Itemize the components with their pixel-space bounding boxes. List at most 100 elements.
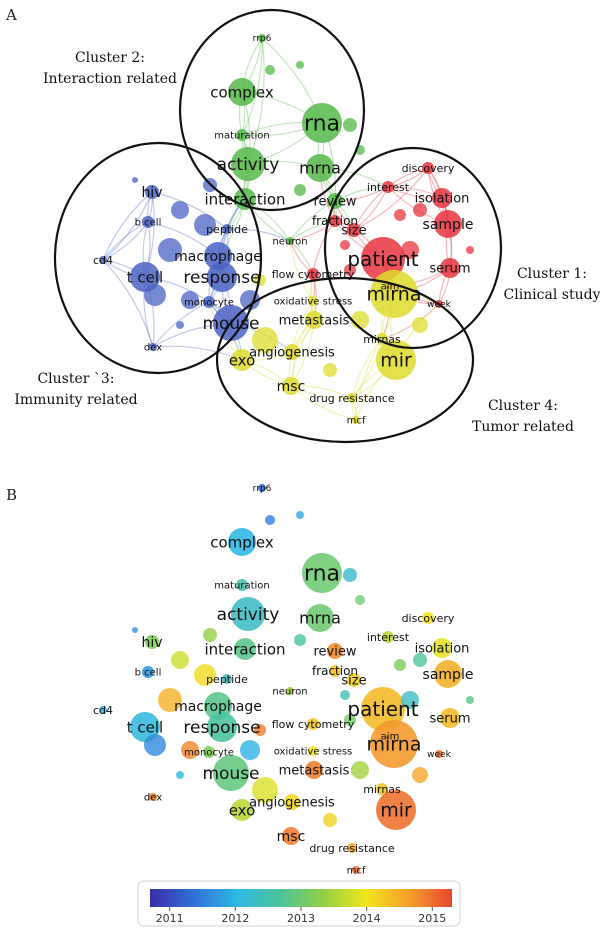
label-serum: serum (429, 262, 470, 277)
overlay-minor-node (351, 761, 369, 779)
overlay-label-bcell: b cell (135, 668, 162, 679)
overlay-label-flowcyt: flow cytometry (272, 718, 355, 731)
node-bcell (142, 216, 154, 228)
edge-mirnas-drugres (351, 338, 383, 399)
overlay-node-mir (376, 790, 416, 830)
overlay-label-review: review (314, 645, 357, 660)
tick-label-2013: 2013 (287, 912, 315, 925)
label-mrna: mrna (299, 159, 341, 178)
overlay-node-response (207, 712, 237, 742)
overlay-label-angiogenesis: angiogenesis (249, 796, 335, 811)
minor-node (176, 321, 184, 329)
label-angiogenesis: angiogenesis (249, 346, 335, 361)
overlay-node-neuron (286, 687, 294, 695)
edge-hiv-cd4 (102, 191, 153, 261)
overlay-label-aim: aim (381, 732, 400, 743)
overlay-node-hiv (145, 635, 159, 649)
node-mcf (352, 416, 360, 424)
label-oxstress: oxidative stress (274, 297, 353, 308)
overlay-node-week (435, 750, 443, 758)
label-cd4: cd4 (93, 254, 113, 267)
label-patient: patient (347, 247, 418, 271)
overlay-node-flowcyt (307, 718, 319, 730)
overlay-node-size (347, 673, 361, 687)
overlay-node-fraction (329, 665, 341, 677)
overlay-label-mir: mir (380, 800, 412, 822)
overlay-minor-node (340, 690, 350, 700)
label-sample: sample (423, 217, 474, 233)
overlay-label-serum: serum (429, 712, 470, 727)
overlay-minor-node (240, 740, 260, 760)
overlay-node-bcell (142, 666, 154, 678)
overlay-minor-node (132, 627, 138, 633)
overlay-label-complex: complex (210, 533, 274, 551)
node-complex (228, 78, 256, 106)
label-drugres: drug resistance (309, 392, 395, 405)
node-dex (149, 343, 157, 351)
edge-cd4-hiv (102, 191, 153, 261)
overlay-label-mirna: mirna (367, 734, 422, 756)
node-interest (382, 181, 394, 193)
overlay-node-peptide (222, 674, 232, 684)
node-maturation (236, 129, 248, 141)
label-peptide: peptide (206, 223, 248, 236)
overlay-node-mcf (352, 866, 360, 874)
overlay-label-monocyte: monocyte (184, 748, 234, 759)
cluster-ellipse-2 (178, 8, 366, 212)
overlay-node-metastasis (305, 761, 323, 779)
overlay-minor-node (466, 696, 474, 704)
node-angiogenesis (284, 344, 300, 360)
cluster-label-c1-line1: Cluster 1: (517, 266, 587, 282)
overlay-minor-node (323, 813, 337, 827)
overlay-minor-node (412, 767, 428, 783)
overlay-label-discovery: discovery (402, 612, 455, 625)
overlay-minor-node (344, 714, 356, 726)
cluster-label-c3-line1: Cluster `3: (37, 371, 114, 387)
node-monocyte (203, 296, 215, 308)
label-fraction: fraction (312, 214, 358, 228)
minor-node (194, 214, 216, 236)
network-nodes (99, 34, 474, 424)
overlay-label-mouse: mouse (202, 764, 259, 784)
overlay-node-mouse (213, 755, 249, 791)
label-size: size (341, 224, 366, 239)
cluster-ellipses (53, 8, 503, 444)
overlay-node-msc (282, 827, 300, 845)
edge-mcf-mirnas (355, 338, 383, 421)
minor-node (413, 203, 427, 217)
overlay-node-oxstress (308, 746, 318, 756)
minor-node (412, 317, 428, 333)
edge-dex-monocyte (152, 301, 210, 348)
edge-discovery-size (353, 167, 429, 231)
overlay-node-complex (228, 528, 256, 556)
tick-label-2011: 2011 (156, 912, 184, 925)
overlay-minor-node (158, 688, 182, 712)
overlay-node-activity (231, 597, 265, 631)
node-response (207, 262, 237, 292)
node-discovery (422, 162, 434, 174)
minor-node (401, 241, 419, 259)
minor-node (394, 209, 406, 221)
cluster-label-c2-line2: Interaction related (43, 71, 177, 87)
label-interest: interest (367, 181, 410, 194)
overlay-label-mirnas: mirnas (363, 783, 401, 796)
overlay-node-rna (302, 553, 342, 593)
overlay-node-exo (231, 799, 253, 821)
overlay-minor-node (176, 771, 184, 779)
overlay-label-dex: dex (144, 793, 162, 804)
minor-node (144, 284, 166, 306)
overlay-label-mrna: mrna (299, 609, 341, 628)
overlay-node-dex (149, 793, 157, 801)
node-isolation (432, 188, 452, 208)
edge-rrp6-maturation (241, 37, 263, 136)
overlay-nodes (99, 484, 474, 874)
overlay-label-patient: patient (347, 697, 418, 721)
overlay-node-isolation (432, 638, 452, 658)
overlay-label-rna: rna (304, 562, 340, 587)
overlay-label-sample: sample (423, 667, 474, 683)
